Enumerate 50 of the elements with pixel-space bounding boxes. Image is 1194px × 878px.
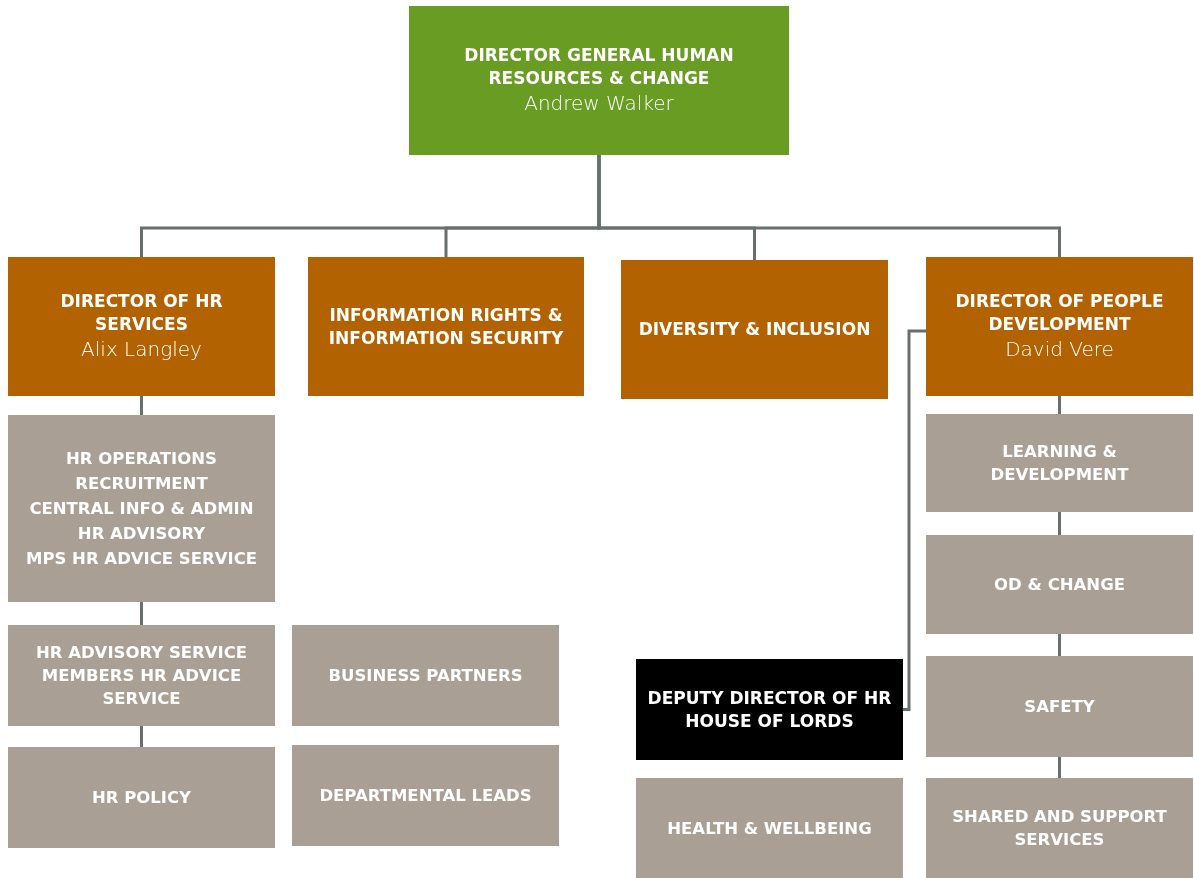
unit-title: DIVERSITY & INCLUSION bbox=[638, 318, 871, 341]
unit-title: LEARNING & DEVELOPMENT bbox=[989, 441, 1130, 486]
unit-title: SAFETY bbox=[1024, 696, 1095, 718]
department-box bbox=[308, 257, 584, 396]
unit-title: MPS HR ADVICE SERVICE bbox=[25, 548, 258, 570]
unit-title: DIRECTOR OF PEOPLE DEVELOPMENT bbox=[954, 290, 1165, 336]
unit-title: HR OPERATIONS bbox=[66, 448, 217, 470]
deputy-box bbox=[636, 659, 903, 760]
connector-line bbox=[140, 396, 143, 415]
team-box bbox=[926, 778, 1193, 878]
department-box bbox=[621, 260, 888, 399]
unit-title: CENTRAL INFO & ADMIN bbox=[29, 498, 254, 520]
connector-line bbox=[140, 602, 143, 625]
team-box bbox=[926, 414, 1193, 512]
unit-title: MEMBERS HR ADVICE SERVICE bbox=[40, 665, 243, 710]
team-box bbox=[8, 625, 275, 726]
unit-title: HOUSE OF LORDS bbox=[685, 709, 854, 733]
connector-line bbox=[140, 726, 143, 747]
unit-title: DEPARTMENTAL LEADS bbox=[319, 785, 532, 807]
unit-title: HR ADVISORY bbox=[77, 523, 206, 545]
team-box bbox=[8, 747, 275, 848]
unit-title: INFORMATION RIGHTS & INFORMATION SECURITY bbox=[327, 303, 565, 350]
team-box bbox=[292, 745, 559, 846]
team-box bbox=[8, 415, 275, 602]
team-box bbox=[926, 535, 1193, 634]
unit-title: BUSINESS PARTNERS bbox=[328, 665, 523, 687]
unit-title: SHARED AND SUPPORT SERVICES bbox=[951, 806, 1168, 851]
connector-line bbox=[1058, 512, 1061, 535]
unit-title: DIRECTOR OF HR SERVICES bbox=[59, 290, 224, 336]
unit-title: DEPUTY DIRECTOR OF HR bbox=[647, 686, 892, 710]
unit-title: RECRUITMENT bbox=[75, 473, 208, 495]
unit-title: HR ADVISORY SERVICE bbox=[35, 642, 248, 664]
team-box bbox=[292, 625, 559, 726]
department-box bbox=[8, 257, 275, 396]
person-name: David Vere bbox=[1005, 336, 1114, 363]
person-name: Andrew Walker bbox=[524, 90, 674, 117]
team-box bbox=[926, 656, 1193, 757]
connector-line bbox=[1058, 396, 1061, 414]
connector-line bbox=[1058, 757, 1061, 778]
connector-line bbox=[597, 155, 1061, 257]
connector-line bbox=[1058, 634, 1061, 656]
director-box bbox=[409, 6, 789, 155]
unit-title: OD & CHANGE bbox=[994, 574, 1125, 596]
team-box bbox=[636, 778, 903, 878]
unit-title: DIRECTOR GENERAL HUMAN RESOURCES & CHANGE bbox=[463, 44, 735, 90]
connector-line bbox=[903, 329, 926, 711]
department-box bbox=[926, 257, 1193, 396]
unit-title: HR POLICY bbox=[91, 787, 192, 809]
unit-title: HEALTH & WELLBEING bbox=[667, 817, 872, 840]
person-name: Alix Langley bbox=[81, 336, 202, 363]
